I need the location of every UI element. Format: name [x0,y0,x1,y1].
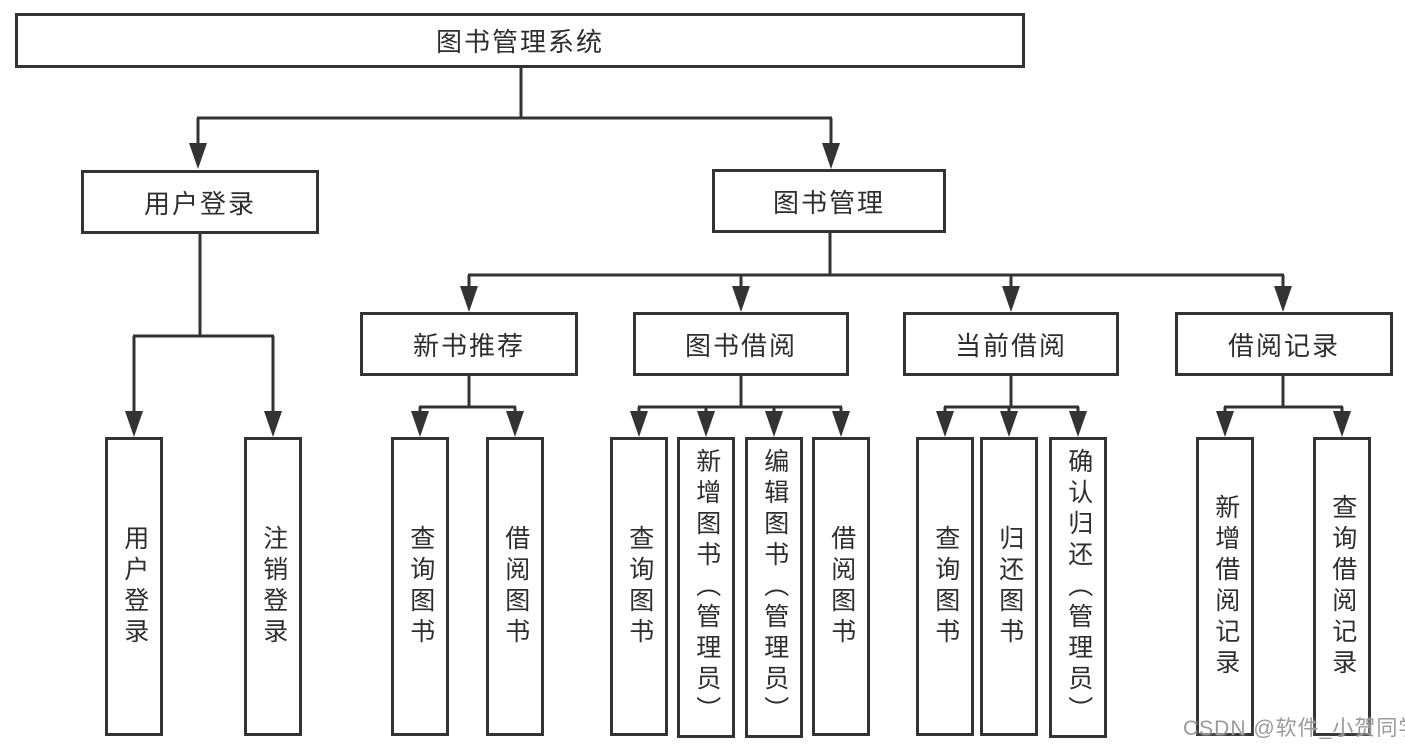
arrow-down-icon [506,411,524,437]
leaf-borrow-query-books: 查询图书 [610,437,668,736]
leaf-records-add-record: 新增借阅记录 [1196,437,1254,736]
connector-bookborrow-to-leaves [630,376,850,437]
leaf-current-confirm-return-admin: 确认归还（管理员） [1049,437,1107,738]
leaf-recommend-borrow-books: 借阅图书 [486,437,544,736]
arrow-down-icon [1002,286,1020,312]
arrow-down-icon [189,143,207,169]
leaf-records-query-record: 查询借阅记录 [1313,437,1371,736]
arrow-down-icon [411,411,429,437]
leaf-borrow-borrow-books: 借阅图书 [812,437,870,736]
arrow-down-icon [765,411,783,437]
node-current-borrow: 当前借阅 [903,312,1119,376]
connector-records-to-leaves [1216,376,1351,437]
arrow-down-icon [460,286,478,312]
node-new-book-recommend: 新书推荐 [360,312,578,376]
connector-newbook-to-leaves [411,376,524,437]
arrow-down-icon [697,411,715,437]
connector-mgmt-to-level2 [460,233,1292,312]
node-root: 图书管理系统 [15,13,1025,68]
arrow-down-icon [936,411,954,437]
leaf-current-query-books: 查询图书 [916,437,974,736]
node-book-mgmt: 图书管理 [712,169,946,233]
arrow-down-icon [630,411,648,437]
csdn-watermark: CSDN @软件_小贺同学 [1183,717,1405,740]
connector-current-to-leaves [936,376,1087,437]
leaf-current-return-books: 归还图书 [980,437,1038,736]
leaf-logout: 注销登录 [244,437,302,736]
arrow-down-icon [1069,411,1087,437]
arrow-down-icon [1274,286,1292,312]
arrow-down-icon [125,411,143,437]
arrow-down-icon [264,411,282,437]
arrow-down-icon [1216,411,1234,437]
arrow-down-icon [1000,411,1018,437]
arrow-down-icon [832,411,850,437]
leaf-borrow-edit-books-admin: 编辑图书（管理员） [745,437,803,738]
arrow-down-icon [732,286,750,312]
leaf-user-login: 用户登录 [105,437,163,736]
node-borrow-records: 借阅记录 [1175,312,1393,376]
leaf-recommend-query-books: 查询图书 [391,437,449,736]
leaf-borrow-add-books-admin: 新增图书（管理员） [677,437,735,738]
arrow-down-icon [1333,411,1351,437]
node-book-borrow: 图书借阅 [633,312,849,376]
node-user-login: 用户登录 [81,170,319,234]
connector-login-to-leaves [125,234,282,437]
connector-root-to-level1 [189,68,840,169]
arrow-down-icon [822,143,840,169]
